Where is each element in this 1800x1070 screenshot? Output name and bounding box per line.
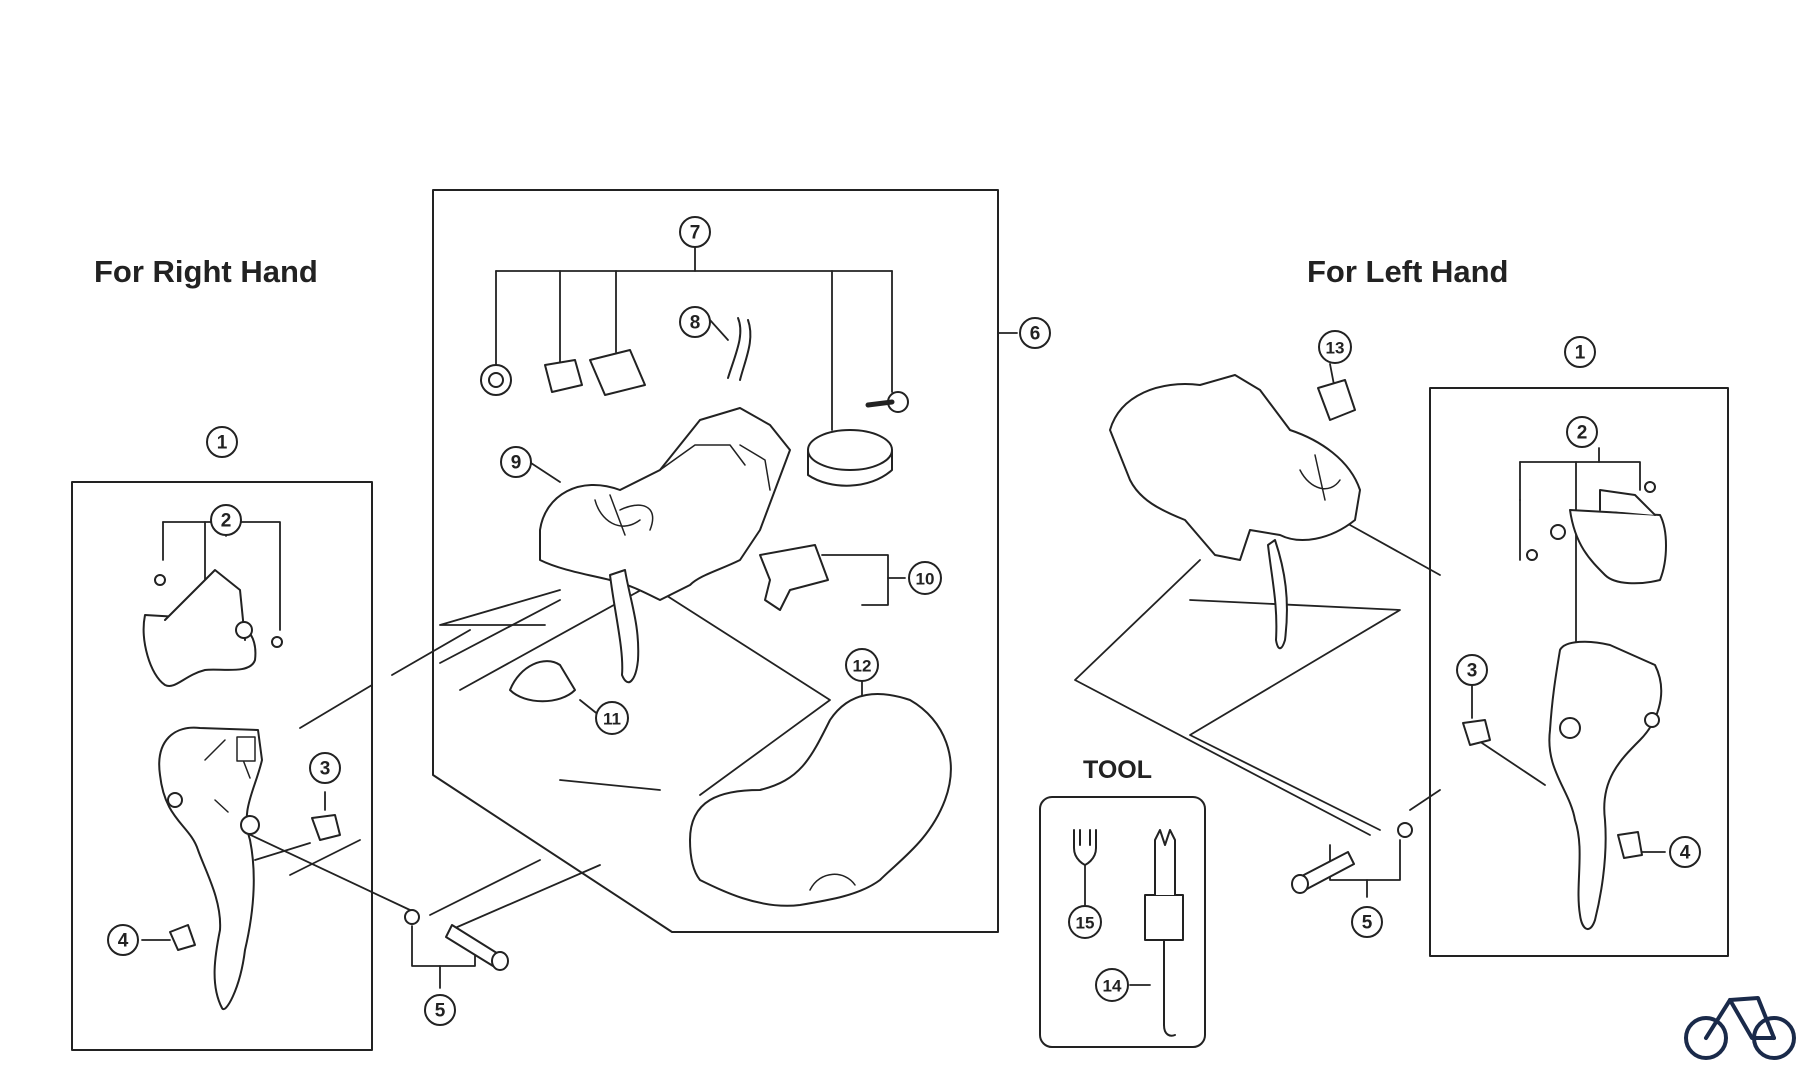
main-bracket-part [539, 407, 791, 684]
callout-15 [1068, 905, 1102, 939]
left-cover-plate-part [1526, 481, 1667, 585]
part-11-piece [509, 660, 576, 703]
callout-3-left [1456, 654, 1488, 686]
callout-14 [1095, 968, 1129, 1002]
callout-label-12: 12 [853, 657, 872, 676]
part-10-piece [759, 544, 829, 611]
part-7-set [480, 349, 909, 487]
callout-label-2-left: 2 [1577, 423, 1588, 444]
heading-right-hand: For Right Hand [94, 254, 318, 289]
right-cover-plate-part [142, 569, 283, 687]
center-bracket-box [432, 189, 999, 933]
callout-4-right [107, 924, 139, 956]
left-pin-part [1291, 822, 1413, 894]
right-part-3 [311, 814, 341, 841]
callout-label-4-right: 4 [118, 931, 129, 952]
callout-2-right [210, 504, 242, 536]
part-8-spring [727, 317, 752, 381]
callout-label-6: 6 [1030, 324, 1041, 345]
right-hand-lever-box [71, 481, 373, 1051]
callout-5-left [1351, 906, 1383, 938]
callout-label-8: 8 [690, 313, 701, 334]
callout-label-15: 15 [1076, 914, 1095, 933]
left-hand-lever-box [1429, 387, 1729, 957]
callout-3-right [309, 752, 341, 784]
callout-label-9: 9 [511, 453, 522, 474]
callout-label-1-left: 1 [1575, 343, 1586, 364]
callout-label-1-right: 1 [217, 433, 228, 454]
callout-4-left [1669, 836, 1701, 868]
left-part-4 [1617, 831, 1643, 859]
left-brake-lever-part [1548, 640, 1663, 930]
callout-1-right [206, 426, 238, 458]
callout-label-4-left: 4 [1680, 843, 1691, 864]
callout-8 [679, 306, 711, 338]
callout-6 [1019, 317, 1051, 349]
callout-7 [679, 216, 711, 248]
callout-label-11: 11 [603, 710, 621, 729]
callout-12 [845, 648, 879, 682]
callout-label-5-right: 5 [435, 1001, 446, 1022]
callout-label-2-right: 2 [221, 511, 232, 532]
callout-1-left [1564, 336, 1596, 368]
leader-lines [141, 246, 1666, 989]
callout-11 [595, 701, 629, 735]
callout-2-left [1566, 416, 1598, 448]
left-main-bracket-part [1109, 374, 1361, 650]
callout-label-10: 10 [916, 570, 935, 589]
part-12-hood [689, 693, 952, 907]
callout-label-5-left: 5 [1362, 913, 1373, 934]
callout-label-13: 13 [1326, 339, 1345, 358]
tool-15-fork [1073, 829, 1097, 866]
tool-box [1039, 796, 1206, 1048]
callout-label-14: 14 [1103, 977, 1122, 996]
right-pin-part [404, 909, 509, 971]
callout-13 [1318, 330, 1352, 364]
callout-10 [908, 561, 942, 595]
right-part-4 [169, 924, 196, 951]
callout-label-3-right: 3 [320, 759, 331, 780]
bicycle-icon [1684, 996, 1796, 1060]
heading-left-hand: For Left Hand [1307, 254, 1509, 289]
callout-5-right [424, 994, 456, 1026]
right-brake-lever-part [158, 726, 263, 1011]
tool-14-pick [1144, 829, 1184, 1037]
callout-label-7: 7 [690, 223, 701, 244]
callout-9 [500, 446, 532, 478]
heading-tool: TOOL [1083, 756, 1152, 784]
left-part-3 [1462, 719, 1491, 746]
callout-label-3-left: 3 [1467, 661, 1478, 682]
